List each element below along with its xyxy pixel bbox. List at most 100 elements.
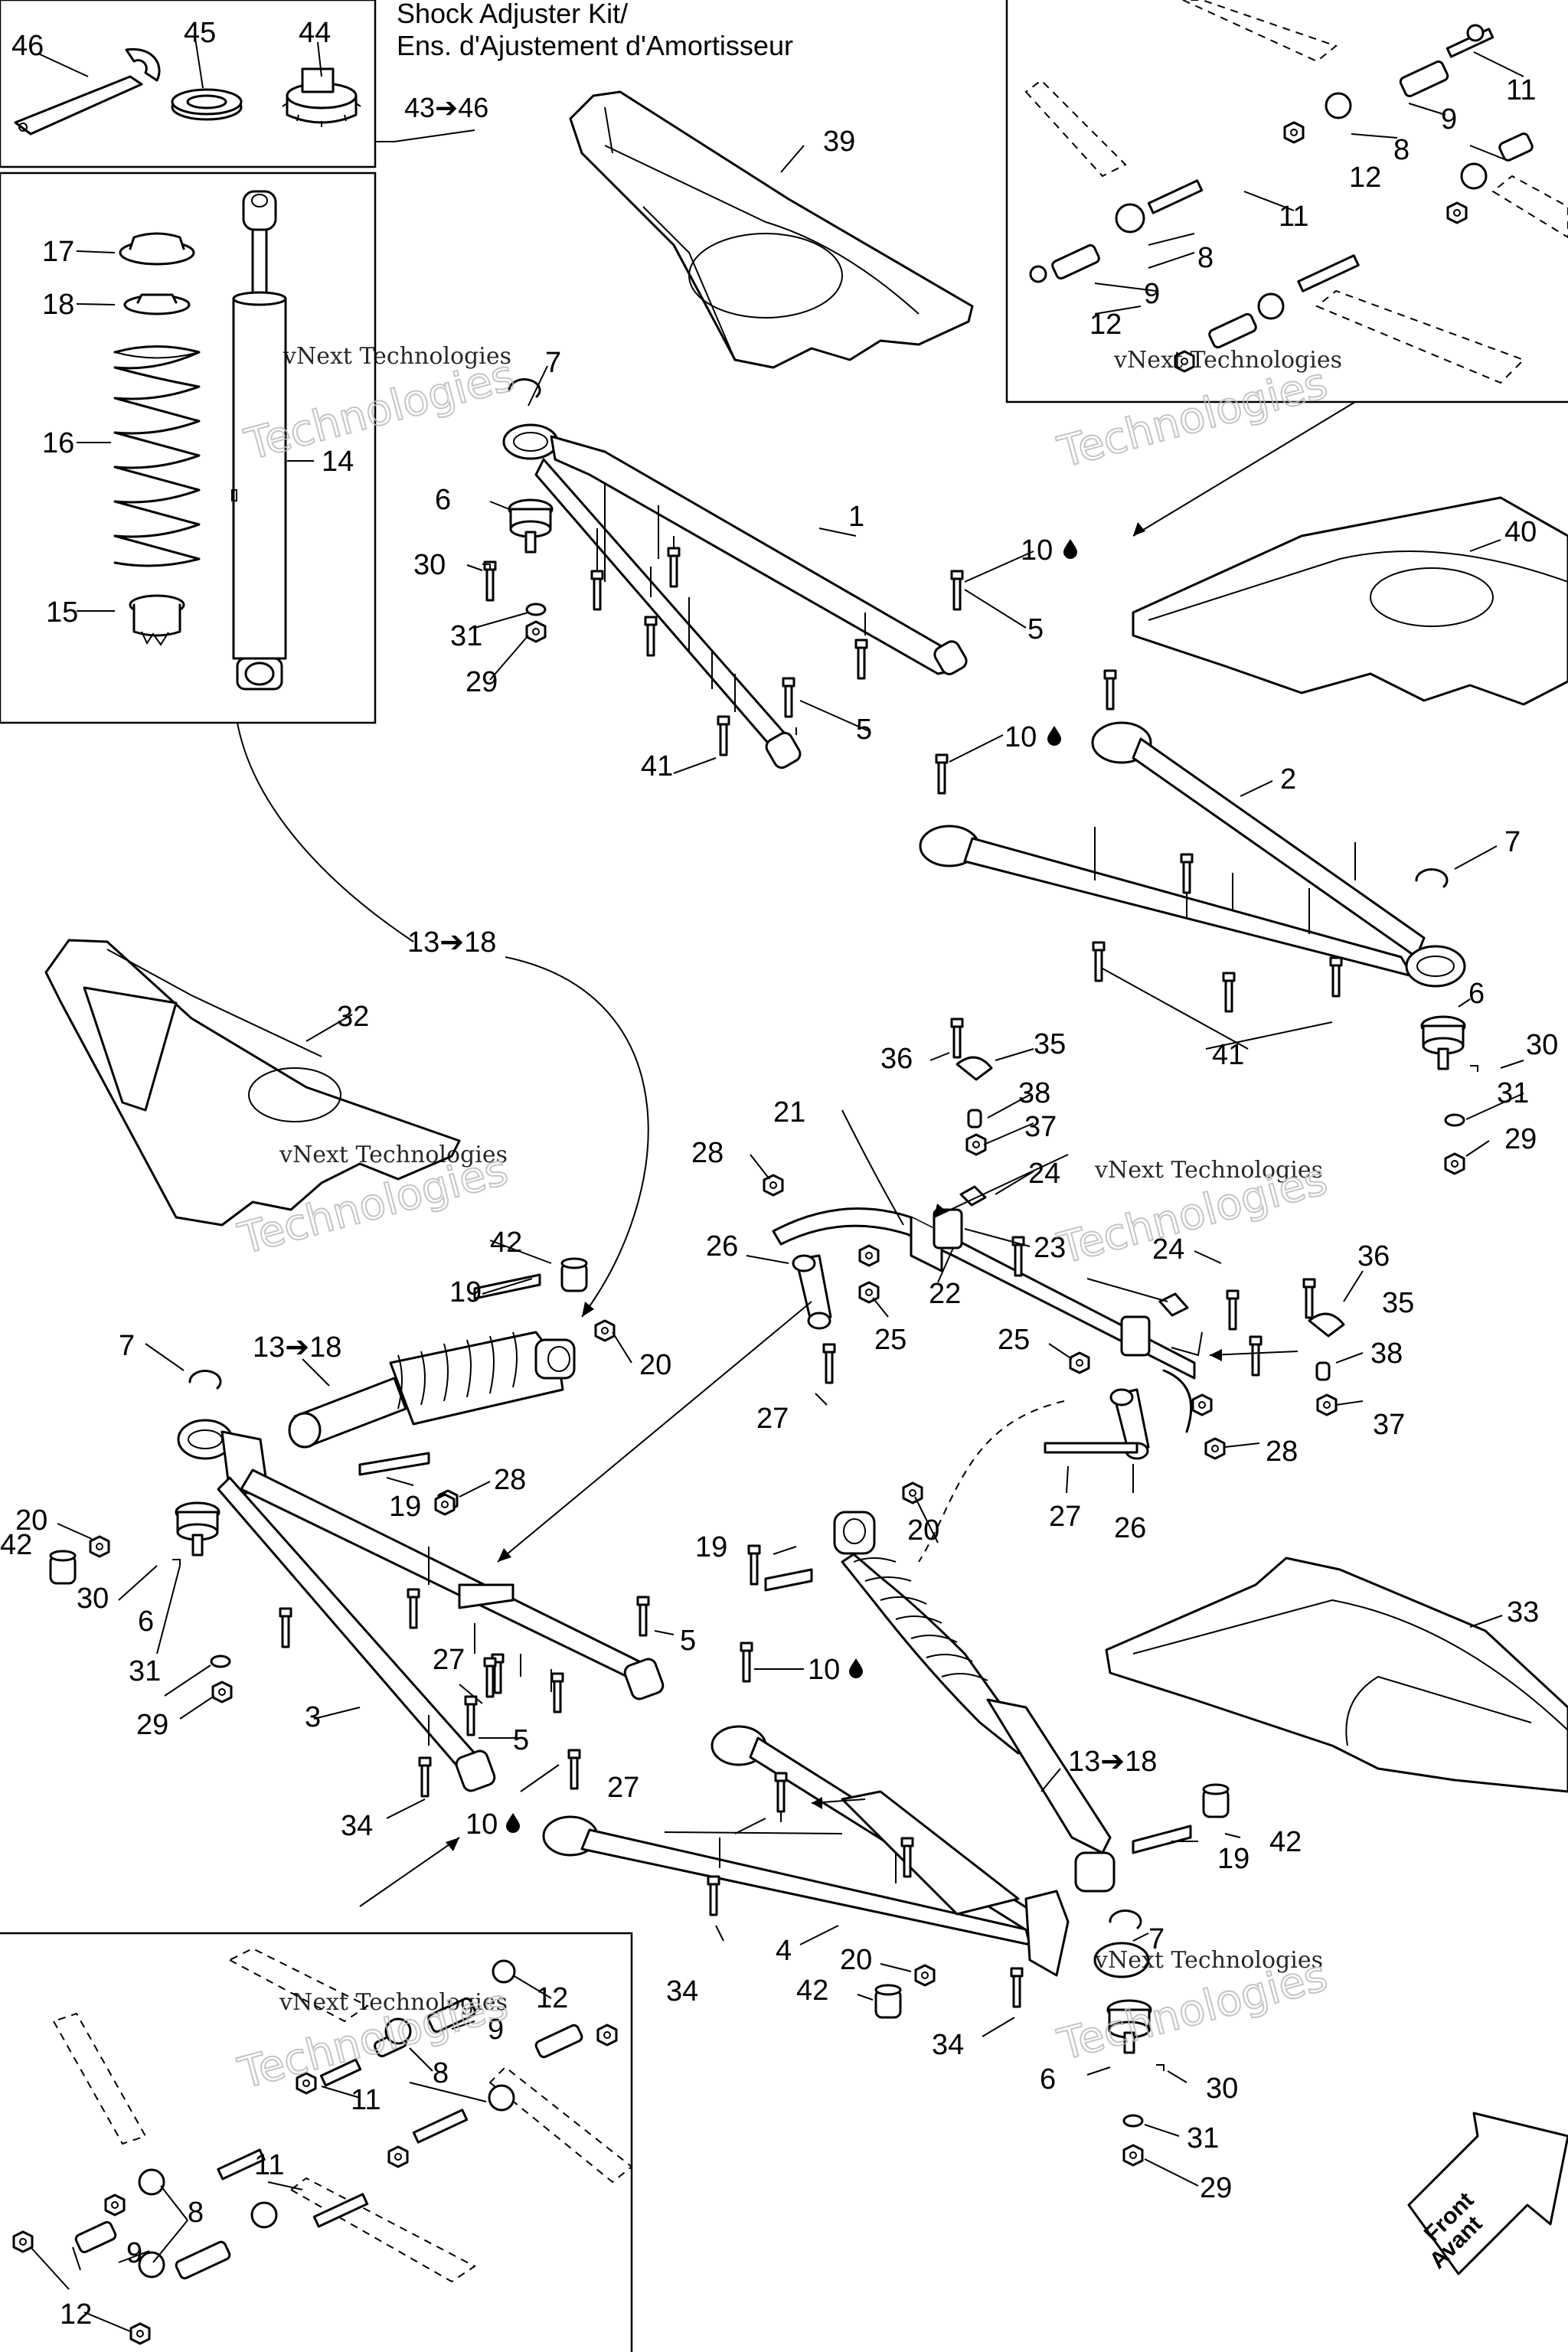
callout-24a: 24 [1028,1158,1060,1190]
callout-13-18-c: 13➔18 [1068,1746,1157,1778]
callout-8b: 8 [1197,242,1214,274]
callout-31c: 31 [129,1655,161,1687]
callout-5a: 5 [1027,613,1044,645]
lower-a-arm-4: 20 19 13➔18 27 42 19 4 7 20 34 42 34 6 3… [542,1481,1302,2204]
upper-a-arm-2: 2 7 6 30 31 29 41 [919,669,1558,1175]
watermark-text: vNext Technologies [1094,1947,1323,1974]
watermarks: vNext Technologies Technologies vNext Te… [233,343,1342,2100]
callout-25a: 25 [874,1324,906,1356]
callout-41a: 41 [641,750,673,782]
callout-11d: 11 [254,2149,284,2181]
right-shock-absorber [833,1511,1116,1893]
callout-19c: 19 [695,1531,727,1563]
a-arm-protector-32: 32 [44,939,461,1227]
callout-18: 18 [42,289,74,321]
callout-19a: 19 [449,1276,482,1308]
kit-range: 43➔46 [404,92,488,123]
callout-37b: 37 [1373,1409,1405,1441]
left-shock-absorber [288,1331,576,1449]
callout-19b: 19 [389,1491,421,1523]
callout-5b: 5 [856,714,872,746]
coil-spring-part [113,345,201,567]
callout-36a: 36 [880,1043,913,1075]
callout-27d: 27 [607,1772,639,1804]
lower-a-arm-3: 7 13➔18 42 19 20 19 28 20 42 30 6 31 29 … [0,1227,863,1907]
bushing-row-lower-left [1029,179,1360,373]
callout-9b: 9 [1144,278,1160,310]
callout-19d: 19 [1217,1843,1250,1875]
lower-spring-seat-part [129,594,185,646]
spanner-wrench-part [14,47,161,136]
spring-seat-ring-part [171,88,243,121]
callout-9c: 9 [488,2014,504,2046]
callout-7c: 7 [119,1330,135,1362]
callout-6b: 6 [1468,978,1485,1010]
callout-5c: 5 [680,1625,696,1657]
callout-15: 15 [46,596,78,629]
callout-30a: 30 [413,549,446,581]
callout-37a: 37 [1024,1111,1057,1143]
callout-28c: 28 [494,1464,526,1496]
callout-7d: 7 [1148,1923,1165,1955]
callout-33: 33 [1507,1596,1539,1628]
callout-29b: 29 [1504,1123,1537,1155]
adjuster-collar-part [282,67,361,127]
callout-20b: 20 [15,1504,47,1537]
callout-8d: 8 [188,2197,204,2229]
callout-42c: 42 [1269,1826,1302,1858]
callout-10b: 10 [1004,721,1037,753]
kit-title-line2: Ens. d'Ajustement d'Amortisseur [397,30,793,61]
callout-8c: 8 [433,2057,449,2089]
callout-31b: 31 [1497,1077,1529,1109]
bushing-detail-box-top: 11 9 8 12 11 8 9 12 [1005,0,1568,537]
callout-13-18-a: 13➔18 [407,926,496,959]
callout-29a: 29 [466,666,498,698]
spring-retainer-part [123,293,191,315]
callout-29c: 29 [136,1709,168,1741]
callout-3: 3 [305,1701,321,1733]
callout-32: 32 [337,1001,369,1033]
callout-2: 2 [1280,763,1296,795]
callout-30d: 30 [1206,2073,1238,2105]
callout-12d: 12 [60,2298,92,2331]
front-direction-arrow: Front Avant [1407,2112,1568,2275]
callout-41b: 41 [1212,1039,1244,1071]
shock-kit-pointer: 13➔18 [407,926,649,1318]
a-arm-protector-40: 40 [1132,496,1568,706]
callout-42d: 42 [796,1975,828,2007]
watermark-text: vNext Technologies [1113,347,1342,374]
upper-a-arm-1: 1 7 6 30 31 29 10 5 5 10 41 [413,347,1077,782]
callout-10d: 10 [466,1808,498,1841]
callout-45: 45 [184,17,216,49]
watermark-text: vNext Technologies [1094,1157,1323,1184]
callout-34c: 34 [932,2029,964,2061]
callout-27b: 27 [1049,1501,1081,1533]
callout-42a: 42 [490,1227,522,1259]
callout-23: 23 [1034,1232,1066,1264]
callout-36b: 36 [1357,1240,1390,1272]
watermark-text: vNext Technologies [279,1989,508,2016]
callout-26a: 26 [706,1230,738,1263]
callout-31a: 31 [450,620,482,652]
callout-6a: 6 [435,484,451,516]
callout-12a: 12 [1349,162,1381,194]
bushing-row-upper-right [1283,24,1534,224]
callout-7a: 7 [545,347,561,379]
a-arm-protector-33: 33 [1105,1557,1568,1793]
callout-39: 39 [823,126,855,158]
callout-24b: 24 [1152,1233,1184,1266]
callout-11a: 11 [1506,74,1536,106]
callout-10a: 10 [1021,534,1053,567]
watermark-text: vNext Technologies [279,1142,508,1168]
bushing-detail-box-bottom: 12 9 8 11 11 8 9 12 [0,1932,633,2352]
callout-11c: 11 [351,2084,381,2116]
callout-6d: 6 [1040,2063,1056,2096]
callout-14: 14 [322,446,354,478]
callout-29d: 29 [1200,2172,1232,2204]
callout-12c: 12 [536,1982,568,2014]
callout-35b: 35 [1382,1287,1414,1319]
callout-20d: 20 [840,1944,872,1976]
callout-12b: 12 [1089,309,1122,341]
callout-9d: 9 [126,2237,142,2269]
watermark-outline: Technologies [1053,358,1332,478]
